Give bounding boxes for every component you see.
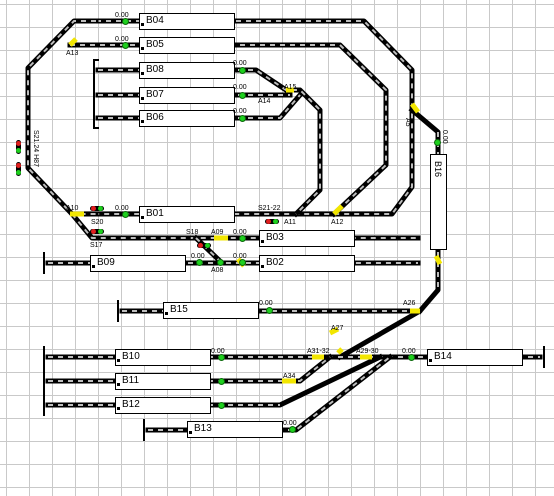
block-b07[interactable]: B07 [139, 87, 235, 104]
block-b09[interactable]: B09 [90, 255, 186, 272]
signal-head-s17[interactable] [90, 229, 104, 234]
signal-b13[interactable] [289, 426, 296, 433]
signal-b11[interactable] [218, 378, 225, 385]
speed-readout-b05: 0.00 [115, 36, 129, 43]
block-label: B12 [122, 399, 140, 410]
signal-b15[interactable] [266, 307, 273, 314]
signal-b10[interactable] [218, 354, 225, 361]
block-label: B10 [122, 351, 140, 362]
turnout-label-a31-32: A31-32 [307, 348, 330, 355]
signal-head-s20[interactable] [90, 206, 104, 211]
block-label: B03 [266, 232, 284, 243]
signal-b06[interactable] [239, 115, 246, 122]
speed-readout-b07: 0.00 [233, 84, 247, 91]
speed-readout-b14: 0.00 [402, 348, 416, 355]
block-label: B02 [266, 257, 284, 268]
signal-head-s18[interactable] [197, 243, 211, 248]
signal-head-s21-24-bottom[interactable] [16, 162, 21, 176]
block-label: B08 [146, 64, 164, 75]
block-label: B05 [146, 39, 164, 50]
signal-b05[interactable] [122, 42, 129, 49]
speed-readout-b13: 0.00 [283, 420, 297, 427]
turnout-label-a34: A34 [283, 373, 296, 380]
turnout-label-a11: A11 [284, 219, 296, 226]
signal-b07[interactable] [239, 92, 246, 99]
block-b16[interactable]: B16 [430, 154, 447, 250]
block-label: B16 [433, 161, 443, 178]
block-b04[interactable]: B04 [139, 13, 235, 30]
block-b05[interactable]: B05 [139, 37, 235, 54]
turnout-label-s21-22: S21-22 [258, 205, 281, 212]
turnout-label-s20: S20 [91, 219, 104, 226]
signal-b08[interactable] [239, 67, 246, 74]
speed-readout-b04: 0.00 [115, 12, 129, 19]
speed-readout-b08: 0.00 [233, 60, 247, 67]
speed-readout-b16: 0.00 [441, 130, 448, 144]
block-b11[interactable]: B11 [115, 373, 211, 390]
turnout-label-a10: A10 [66, 205, 79, 212]
track-left-loop [25, 18, 99, 217]
block-label: B14 [434, 351, 452, 362]
block-label: B01 [146, 208, 164, 219]
signal-b12[interactable] [218, 402, 225, 409]
turnout-label-a13: A13 [66, 50, 79, 57]
turnout-label-a12: A12 [331, 219, 344, 226]
turnout-label-a26: A26 [403, 300, 416, 307]
turnout-label-a29-30: A29-30 [356, 348, 379, 355]
speed-readout-b09: 0.00 [191, 253, 205, 260]
speed-readout-b15: 0.00 [259, 300, 273, 307]
signal-head-s21-24-top[interactable] [16, 140, 21, 154]
speed-readout-b06: 0.00 [233, 108, 247, 115]
track-b08 [95, 67, 323, 218]
signal-b14[interactable] [408, 354, 415, 361]
turnout-label-s17: S17 [90, 242, 103, 249]
signal-label-s21-24: S21.24 H87 [32, 130, 39, 167]
block-b15[interactable]: B15 [163, 302, 259, 319]
block-label: B04 [146, 15, 164, 26]
block-b12[interactable]: B12 [115, 397, 211, 414]
block-b06[interactable]: B06 [139, 110, 235, 127]
speed-readout-b02: 0.00 [233, 253, 247, 260]
turnout-label-a15: A15 [284, 84, 297, 91]
block-b13[interactable]: B13 [187, 421, 283, 438]
block-label: B13 [194, 423, 212, 434]
speed-readout-b03: 0.00 [233, 229, 247, 236]
block-b14[interactable]: B14 [427, 349, 523, 366]
block-label: B09 [97, 257, 115, 268]
signal-a08[interactable] [217, 259, 224, 266]
speed-readout-b10: 0.00 [211, 348, 225, 355]
signal-b01[interactable] [122, 211, 129, 218]
signal-head-s21-22[interactable] [265, 219, 279, 224]
block-b10[interactable]: B10 [115, 349, 211, 366]
turnout-label-s18: S18 [186, 229, 199, 236]
signal-b02[interactable] [239, 259, 246, 266]
signal-b16[interactable] [434, 139, 441, 146]
turnout-label-a14: A14 [258, 98, 271, 105]
turnout-label-a5: A5 [404, 118, 411, 127]
turnout-label-a08: A08 [211, 267, 224, 274]
signal-b03[interactable] [239, 235, 246, 242]
block-label: B15 [170, 304, 188, 315]
signal-b04[interactable] [122, 18, 129, 25]
turnout-label-a27: A27 [331, 325, 344, 332]
signal-b09[interactable] [196, 259, 203, 266]
block-label: B06 [146, 112, 164, 123]
speed-readout-b01: 0.00 [115, 205, 129, 212]
block-b08[interactable]: B08 [139, 62, 235, 79]
block-b01[interactable]: B01 [139, 206, 235, 223]
block-b02[interactable]: B02 [259, 255, 355, 272]
block-label: B07 [146, 89, 164, 100]
turnout-label-a09: A09 [211, 229, 224, 236]
block-b03[interactable]: B03 [259, 230, 355, 247]
block-label: B11 [122, 375, 140, 386]
